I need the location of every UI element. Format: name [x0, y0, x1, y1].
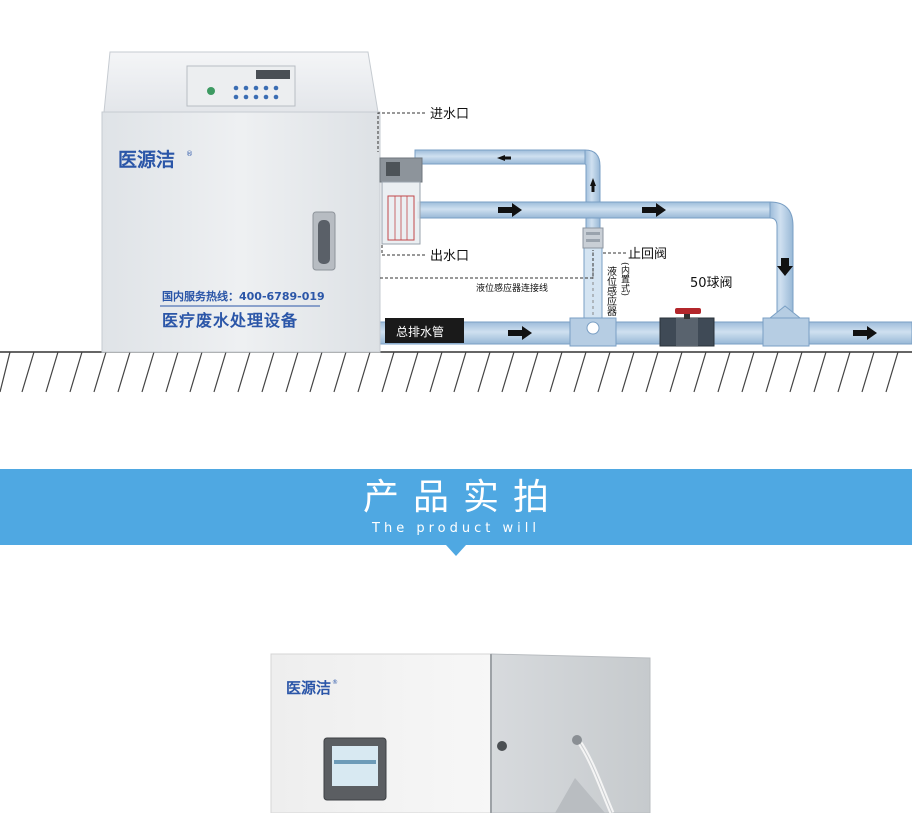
section-subtitle: The product will	[372, 521, 540, 536]
sensor-note-label: (内置式)	[619, 262, 630, 296]
check-valve-label: 止回阀	[628, 247, 667, 262]
brand-logo-text: 医源洁	[118, 148, 175, 171]
registered-mark: ®	[186, 150, 193, 158]
status-light-icon	[207, 87, 215, 95]
section-banner	[0, 469, 912, 545]
installation-diagram: 医源洁 ® 国内服务热线：400-6789-019 医疗废水处理设备 进水口 出…	[0, 51, 912, 393]
product-name-text: 医疗废水处理设备	[162, 311, 298, 330]
main-drain-label: 总排水管	[396, 324, 444, 339]
banner-pointer	[446, 545, 466, 556]
hotline-text: 国内服务热线：400-6789-019	[162, 289, 325, 303]
valve-handle	[675, 308, 701, 314]
photo-registered-mark: ®	[332, 679, 338, 686]
sensor-label: 液位感应器	[605, 265, 617, 317]
equipment-cabinet	[101, 51, 423, 353]
photo-brand-logo: 医源洁	[286, 679, 331, 697]
ground	[0, 351, 912, 393]
sensor-cable-label: 液位感应器连接线	[476, 282, 548, 294]
product-photo: 医源洁 ®	[0, 560, 912, 813]
leader-lines	[377, 112, 626, 279]
ball-valve-label: 50球阀	[690, 276, 733, 291]
outlet-label: 出水口	[430, 249, 469, 264]
main-drain-plaque	[385, 318, 464, 343]
inlet-label: 进水口	[430, 107, 469, 122]
product-photo-drawing: 医源洁 ®	[270, 653, 651, 813]
section-title: 产品实拍	[362, 477, 563, 518]
